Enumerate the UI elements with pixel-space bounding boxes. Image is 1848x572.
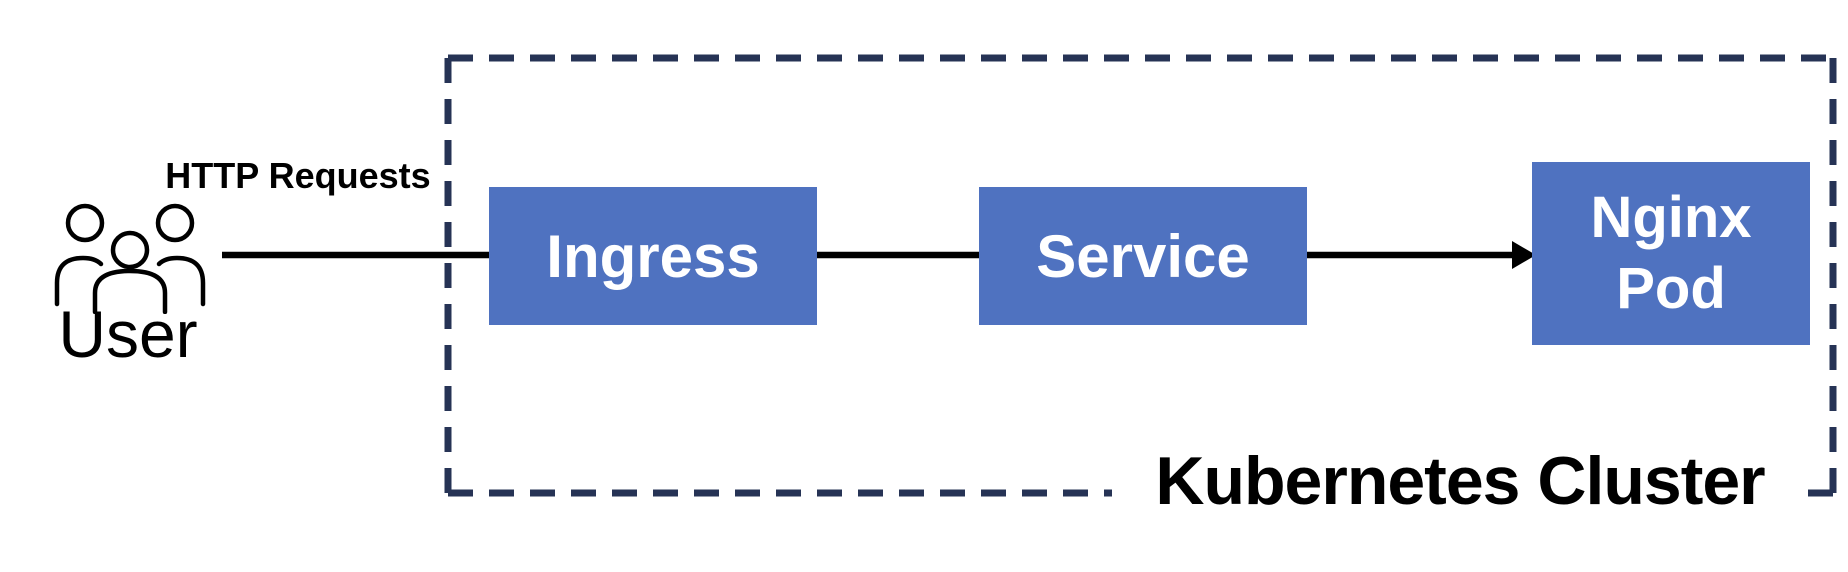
- user-head-left: [65, 203, 105, 243]
- node-nginx-pod: Nginx Pod: [1532, 162, 1810, 345]
- cluster-label: Kubernetes Cluster: [1155, 443, 1765, 519]
- actor-label: User: [58, 297, 198, 371]
- user-head-center: [110, 230, 150, 270]
- node-nginx-pod-label-line1: Nginx: [1590, 184, 1752, 250]
- users-icon: [54, 203, 206, 314]
- edge-label-http-requests: HTTP Requests: [165, 155, 431, 196]
- node-service-label: Service: [1036, 222, 1250, 290]
- node-ingress-label: Ingress: [546, 222, 760, 290]
- node-service: Service: [979, 187, 1307, 325]
- node-nginx-pod-label-line2: Pod: [1616, 255, 1726, 321]
- user-shoulders-center: [92, 268, 168, 314]
- arrowhead-icon: [1512, 241, 1536, 269]
- user-shoulders-right: [156, 255, 206, 307]
- user-shoulders-left: [54, 255, 104, 307]
- user-head-right: [155, 203, 195, 243]
- cluster-boundary: [444, 54, 1837, 497]
- node-ingress: Ingress: [489, 187, 817, 325]
